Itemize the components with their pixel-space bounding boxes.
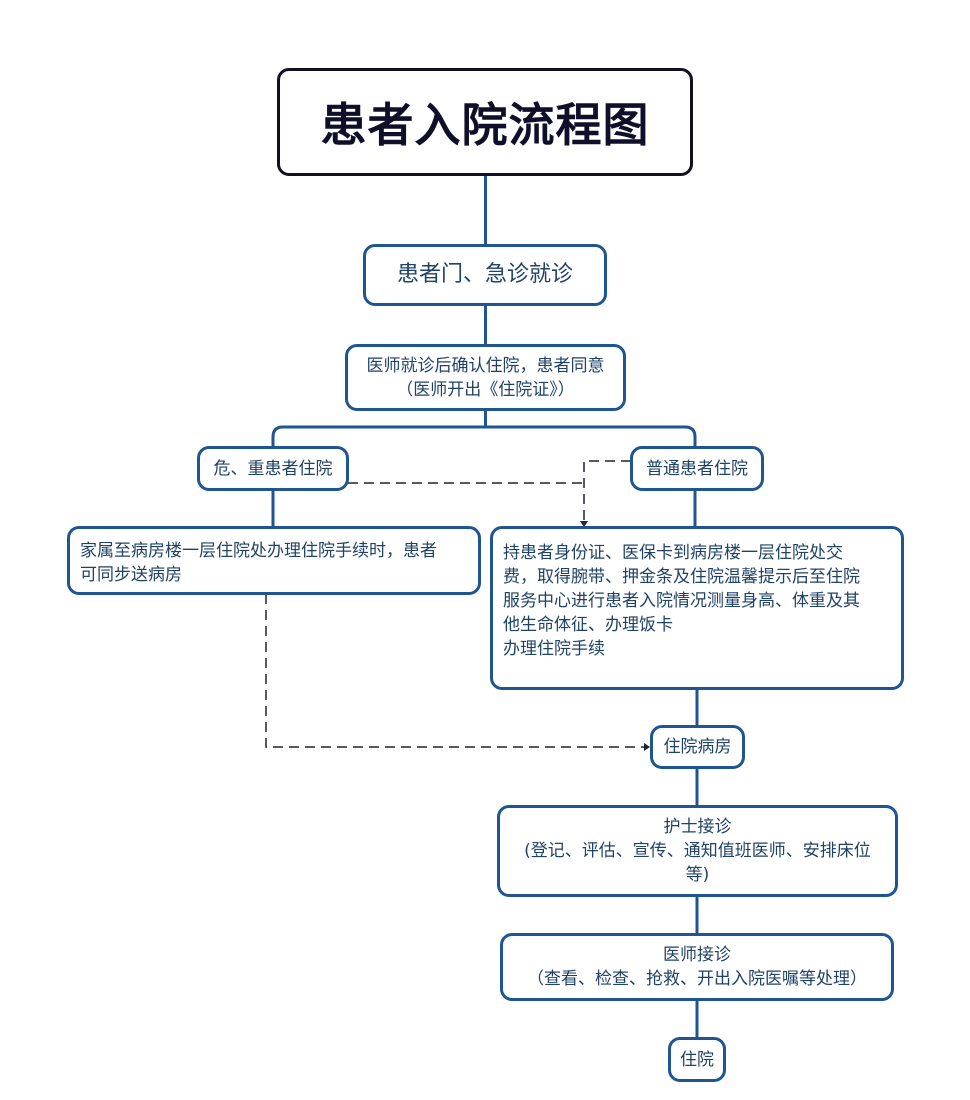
connector-branch-split	[271, 425, 697, 447]
node-confirm-line-1: 医师就诊后确认住院，患者同意	[366, 355, 605, 376]
node-visit: 患者门、急诊就诊	[363, 244, 607, 306]
node-normal-process-line-5: 办理住院手续	[503, 639, 605, 659]
node-normal-process: 持患者身份证、医保卡到病房楼一层住院处交 费，取得腕带、押金条及住院温馨提示后至…	[490, 526, 904, 690]
node-normal-process-line-3: 服务中心进行患者入院情况测量身高、体重及其	[503, 591, 860, 611]
node-nurse: 护士接诊 (登记、评估、宣传、通知值班医师、安排床位 等)	[497, 805, 898, 897]
page-title: 患者入院流程图	[277, 68, 693, 176]
node-doctor: 医师接诊 （查看、检查、抢救、开出入院医嘱等处理）	[500, 933, 894, 1001]
node-ward-label: 住院病房	[663, 737, 732, 757]
node-critical: 危、重患者住院	[197, 446, 349, 491]
node-nurse-line-1: 护士接诊	[663, 817, 732, 837]
node-doctor-line-1: 医师接诊	[663, 945, 731, 965]
node-normal-label: 普通患者住院	[646, 458, 748, 479]
node-nurse-line-3: 等)	[685, 865, 710, 885]
dashed-connector-normal-process	[583, 460, 631, 522]
node-critical-label: 危、重患者住院	[213, 458, 333, 479]
connector-confirm-branch	[484, 409, 487, 427]
connector-visit-confirm	[484, 305, 487, 345]
node-ward: 住院病房	[650, 725, 745, 769]
node-nurse-line-2: (登记、评估、宣传、通知值班医师、安排床位	[524, 841, 871, 861]
title-text: 患者入院流程图	[320, 98, 650, 152]
node-doctor-line-2: （查看、检查、抢救、开出入院医嘱等处理）	[527, 969, 867, 989]
node-visit-label: 患者门、急诊就诊	[396, 262, 573, 287]
node-critical-process-line-1: 家属至病房楼一层住院处办理住院手续时，患者	[80, 541, 437, 561]
node-admitted-label: 住院	[680, 1049, 714, 1070]
node-confirm-line-2: （医师开出《住院证》）	[396, 379, 575, 400]
node-admitted: 住院	[668, 1037, 726, 1082]
node-normal-process-line-4: 他生命体征、办理饭卡	[503, 615, 673, 635]
node-normal-process-line-1: 持患者身份证、医保卡到病房楼一层住院处交	[503, 543, 843, 563]
node-normal: 普通患者住院	[630, 446, 764, 491]
node-normal-process-line-2: 费，取得腕带、押金条及住院温馨提示后至住院	[503, 567, 860, 587]
node-confirm: 医师就诊后确认住院，患者同意 （医师开出《住院证》）	[345, 344, 626, 411]
connector-title-visit	[484, 174, 487, 245]
node-critical-process: 家属至病房楼一层住院处办理住院手续时，患者 可同步送病房	[67, 526, 481, 595]
node-critical-process-line-2: 可同步送病房	[80, 565, 182, 585]
